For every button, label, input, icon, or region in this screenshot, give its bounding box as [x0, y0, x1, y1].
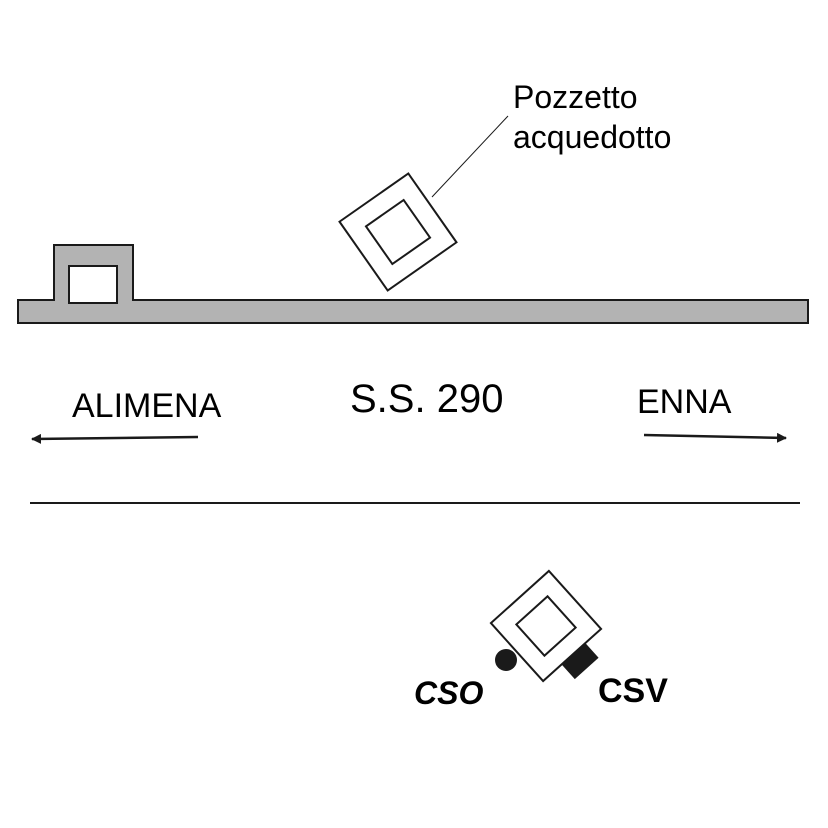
pozzetto-label-line2: acquedotto: [513, 119, 671, 155]
cso-marker: [495, 649, 517, 671]
road-edge-band: [17, 244, 809, 324]
right-direction-arrow: [643, 432, 787, 443]
left-direction-arrow: [31, 433, 199, 444]
pozzetto-label-line1: Pozzetto: [513, 79, 638, 115]
pozzetto-leader-line: [431, 115, 509, 198]
csv-marker: [561, 642, 599, 680]
csv-label: CSV: [598, 672, 668, 710]
roadside-building-window: [68, 265, 118, 304]
road-name: S.S. 290: [350, 377, 503, 421]
cso-label: CSO: [414, 675, 483, 711]
left-direction-label: ALIMENA: [72, 387, 222, 425]
pozzetto-acquedotto-manhole: [338, 172, 458, 292]
right-direction-label: ENNA: [637, 383, 732, 421]
